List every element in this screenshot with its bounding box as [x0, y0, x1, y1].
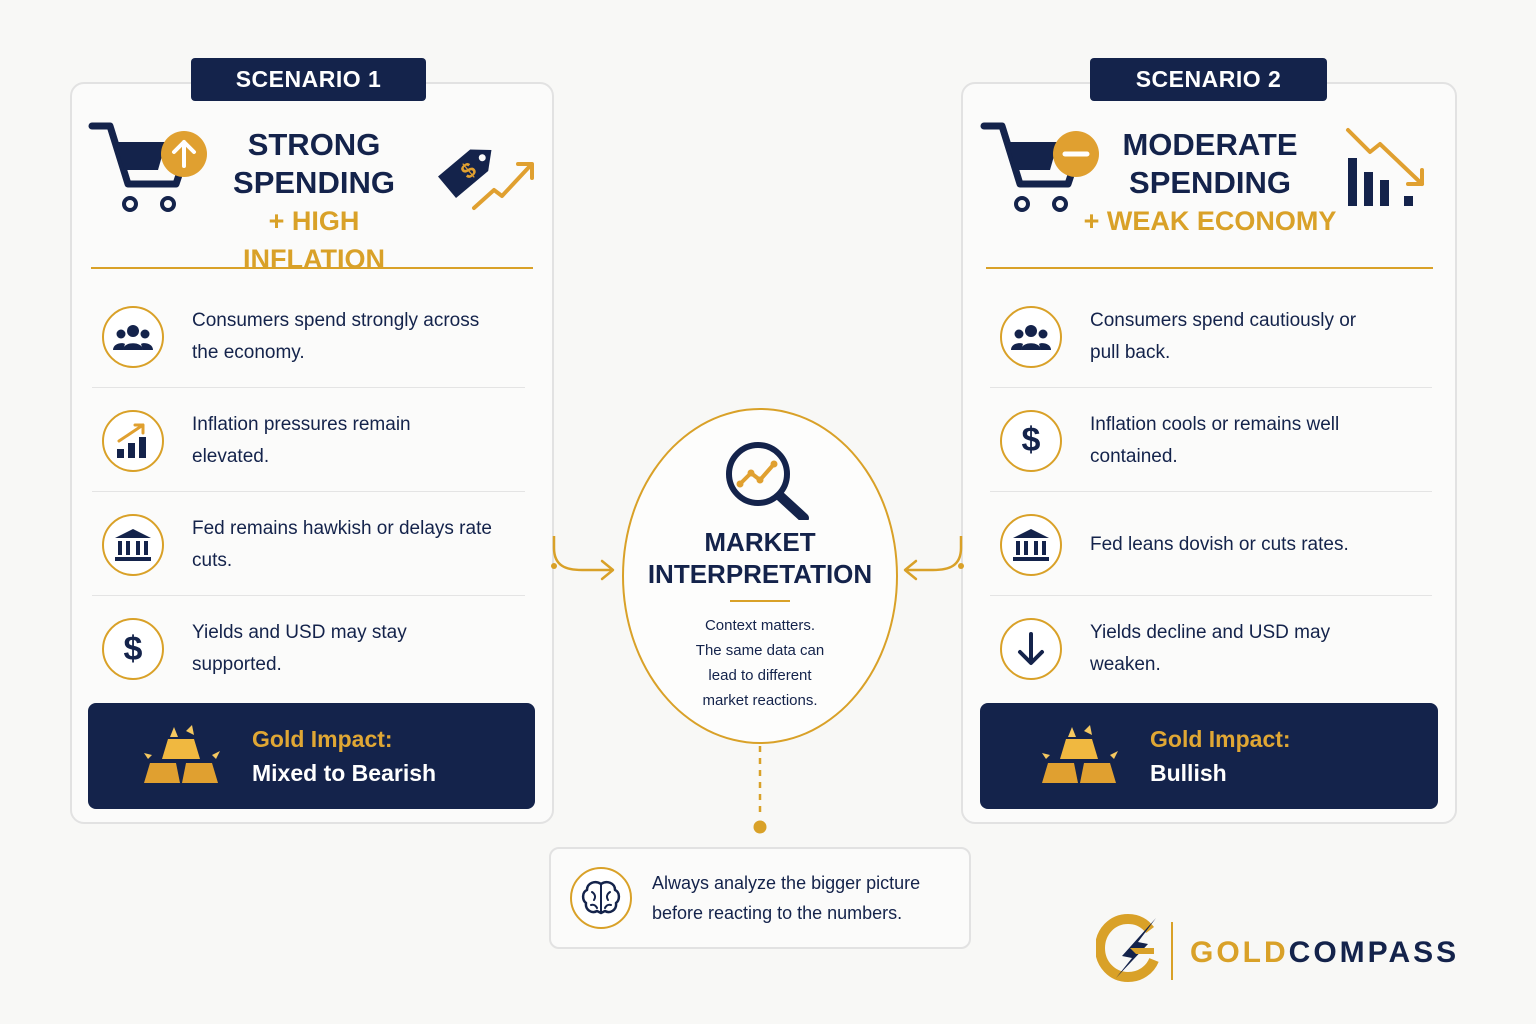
center-desc-line: market reactions.	[702, 692, 818, 709]
impact-value: Bullish	[1150, 760, 1227, 786]
impact-text: Gold Impact: Bullish	[1150, 722, 1291, 790]
row-text: Yields and USD may stay supported.	[192, 622, 407, 675]
center-desc-line: Context matters.	[704, 617, 816, 634]
title-line-1: STRONG	[247, 127, 381, 162]
title-accent: + WEAK ECONOMY	[1083, 206, 1337, 236]
down-arrow-icon	[1000, 618, 1062, 680]
goldcompass-logo-icon	[1096, 914, 1159, 982]
scenario-2-row: $ Inflation cools or remains well contai…	[990, 390, 1432, 492]
tip-box: Always analyze the bigger picture before…	[549, 847, 971, 949]
tip-line: before reacting to the numbers.	[652, 903, 903, 923]
row-text: Consumers spend cautiously or pull back.	[1090, 309, 1357, 363]
scenario-1-row: Consumers spend strongly across the econ…	[92, 286, 525, 388]
row-text: Yields decline and USD may weaken.	[1090, 622, 1331, 675]
row-text: Fed leans dovish or cuts rates.	[1090, 533, 1349, 555]
title-line-1: MODERATE	[1122, 127, 1298, 162]
impact-title: Gold Impact:	[1150, 726, 1291, 752]
dollar-icon: $	[1000, 409, 1062, 472]
cart-up-icon	[88, 122, 207, 212]
scenario-2-row: Consumers spend cautiously or pull back.	[990, 286, 1432, 388]
row-text: Inflation pressures remain elevated.	[192, 413, 411, 467]
brain-icon	[570, 867, 632, 929]
scenario-1-label: SCENARIO 1	[191, 58, 426, 101]
rising-bars-icon	[102, 409, 164, 472]
tip-text: Always analyze the bigger picture before…	[652, 868, 920, 928]
scenario-1-title: STRONG SPENDING + HIGH INFLATION	[194, 126, 434, 278]
title-line-2: SPENDING	[1129, 165, 1291, 200]
scenario-2-row: Fed leans dovish or cuts rates.	[990, 494, 1432, 596]
center-desc-line: The same data can	[695, 642, 825, 659]
impact-value: Mixed to Bearish	[252, 760, 437, 786]
scenario-1-row: Inflation pressures remain elevated.	[92, 390, 525, 492]
logo-divider	[1171, 922, 1173, 980]
bank-icon	[1000, 513, 1062, 576]
scenario-2-divider	[986, 267, 1433, 269]
title-line-2: SPENDING	[233, 165, 395, 200]
dollar-icon: $	[102, 618, 164, 680]
bank-icon	[102, 513, 164, 576]
scenario-1-divider	[91, 267, 533, 269]
logo-part-navy: COMPASS	[1288, 936, 1460, 969]
magnifier-chart-icon	[726, 442, 809, 520]
gold-bars-icon	[144, 725, 220, 783]
falling-chart-icon	[1346, 128, 1424, 206]
impact-title: Gold Impact:	[252, 726, 393, 752]
center-title: MARKET INTERPRETATION	[647, 527, 873, 589]
center-desc-line: lead to different	[708, 667, 812, 684]
row-text: Inflation cools or remains well containe…	[1090, 413, 1340, 467]
scenario-2-impact-box: Gold Impact: Bullish	[980, 703, 1438, 809]
scenario-2-label: SCENARIO 2	[1090, 58, 1327, 101]
row-text: Fed remains hawkish or delays rate cuts.	[192, 517, 492, 571]
impact-text: Gold Impact: Mixed to Bearish	[252, 722, 436, 790]
goldcompass-wordmark: GOLDCOMPASS	[1190, 936, 1459, 970]
scenario-1-row: Fed remains hawkish or delays rate cuts.	[92, 494, 525, 596]
scenario-2-row: Yields decline and USD may weaken.	[990, 598, 1432, 700]
tip-line: Always analyze the bigger picture	[652, 873, 921, 893]
center-description: Context matters. The same data can lead …	[672, 613, 848, 713]
people-icon	[1000, 305, 1062, 368]
scenario-2-title: MODERATE SPENDING + WEAK ECONOMY	[1080, 126, 1340, 240]
gold-bars-icon	[1042, 725, 1118, 783]
center-divider	[730, 600, 790, 602]
people-icon	[102, 305, 164, 368]
cart-minus-icon	[980, 122, 1099, 212]
title-accent: + HIGH INFLATION	[243, 206, 385, 274]
row-text: Consumers spend strongly across the econ…	[192, 309, 480, 363]
scenario-1-impact-box: Gold Impact: Mixed to Bearish	[88, 703, 535, 809]
price-tag-rising-icon: $	[438, 149, 534, 210]
market-interpretation-oval	[622, 408, 898, 744]
logo-part-gold: GOLD	[1190, 936, 1289, 969]
scenario-1-row: $ Yields and USD may stay supported.	[92, 598, 525, 700]
